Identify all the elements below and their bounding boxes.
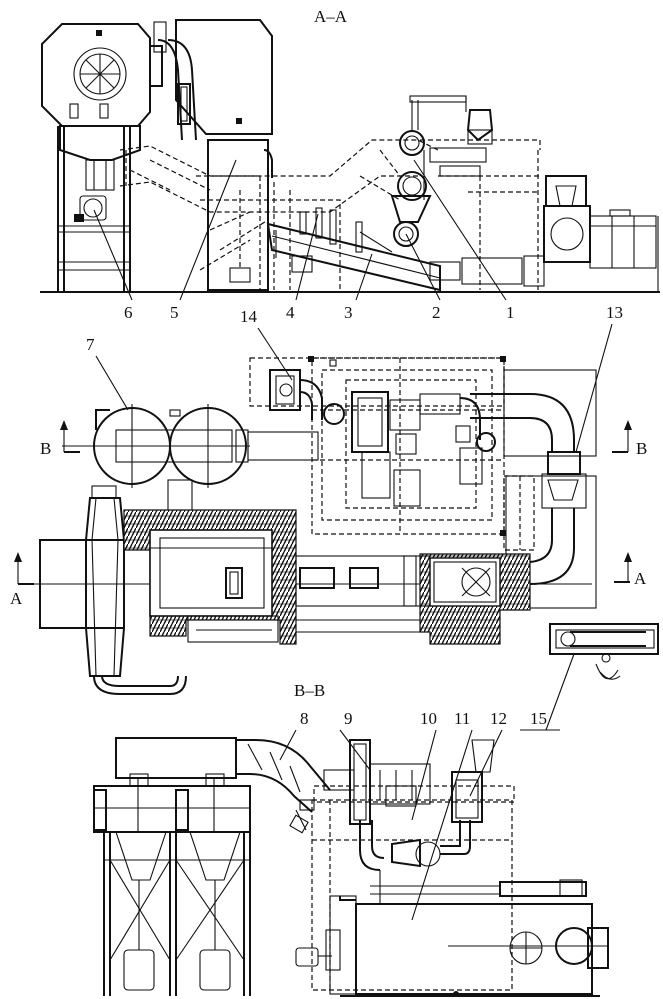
marker-a-right: A xyxy=(634,569,647,588)
callout-4: 4 xyxy=(286,303,295,322)
inclined-conveyor-3 xyxy=(266,207,441,292)
twin-cyclones-7 xyxy=(62,404,250,517)
section-a-a-title: A–A xyxy=(314,7,348,26)
callout-15: 15 xyxy=(530,709,547,728)
cyclone-bank xyxy=(34,485,592,695)
callout-9: 9 xyxy=(344,709,353,728)
marker-b-left: B xyxy=(40,439,51,458)
callout-3: 3 xyxy=(344,303,353,322)
marker-a-left: A xyxy=(10,589,23,608)
section-b-b-view: B–B 8 9 10 11 12 15 xyxy=(93,653,609,997)
rotary-drum-11 xyxy=(295,870,609,997)
central-structure-bb xyxy=(289,739,515,991)
callout-13: 13 xyxy=(606,303,623,322)
kiln-area xyxy=(123,509,297,645)
callout-6: 6 xyxy=(124,303,133,322)
plan-view: 7 14 13 B B xyxy=(10,303,659,695)
callout-12: 12 xyxy=(490,709,507,728)
callouts-top: 6 5 4 3 2 1 xyxy=(93,159,515,322)
dryer-tower-5 xyxy=(175,19,273,291)
plan-equipment xyxy=(269,356,506,536)
plan-conveyor xyxy=(295,553,531,645)
section-marker-b: B B xyxy=(40,420,647,458)
callout-7: 7 xyxy=(86,335,95,354)
section-b-b-title: B–B xyxy=(294,681,325,700)
callout-14: 14 xyxy=(240,307,258,326)
feeder-equipment xyxy=(429,175,659,292)
section-marker-a: A A xyxy=(10,552,647,608)
building-outline xyxy=(249,357,535,551)
fan-6 xyxy=(41,23,151,292)
chain-conveyor-15 xyxy=(549,623,659,680)
callout-10: 10 xyxy=(420,709,437,728)
callout-11: 11 xyxy=(454,709,470,728)
marker-b-right: B xyxy=(636,439,647,458)
section-a-a-view: A–A xyxy=(40,7,660,322)
callout-8: 8 xyxy=(300,709,309,728)
drum-unit-1-2 xyxy=(390,95,494,247)
callout-2: 2 xyxy=(432,303,441,322)
cyclone-frame-bb xyxy=(93,737,251,996)
callout-1: 1 xyxy=(506,303,515,322)
callout-5: 5 xyxy=(170,303,179,322)
duct-8 xyxy=(236,739,355,813)
